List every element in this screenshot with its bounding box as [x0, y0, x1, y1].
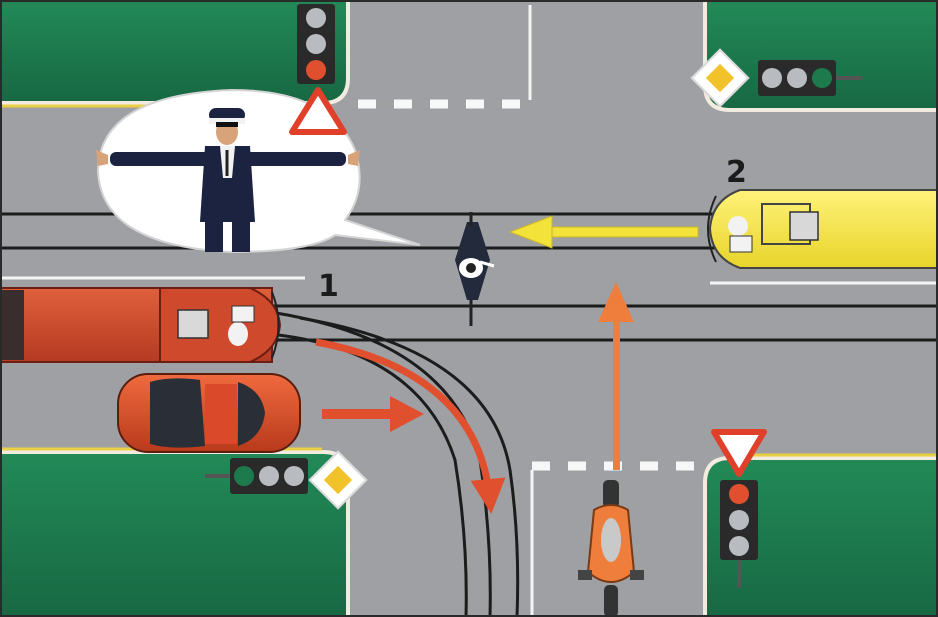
traffic-light-icon — [297, 4, 335, 84]
tram-label-1: 1 — [318, 269, 339, 304]
tram-2 — [708, 190, 938, 268]
red-car — [118, 374, 300, 452]
tram-label-2: 2 — [726, 155, 747, 190]
tram-1 — [0, 288, 280, 362]
grass-top-left — [0, 0, 348, 103]
